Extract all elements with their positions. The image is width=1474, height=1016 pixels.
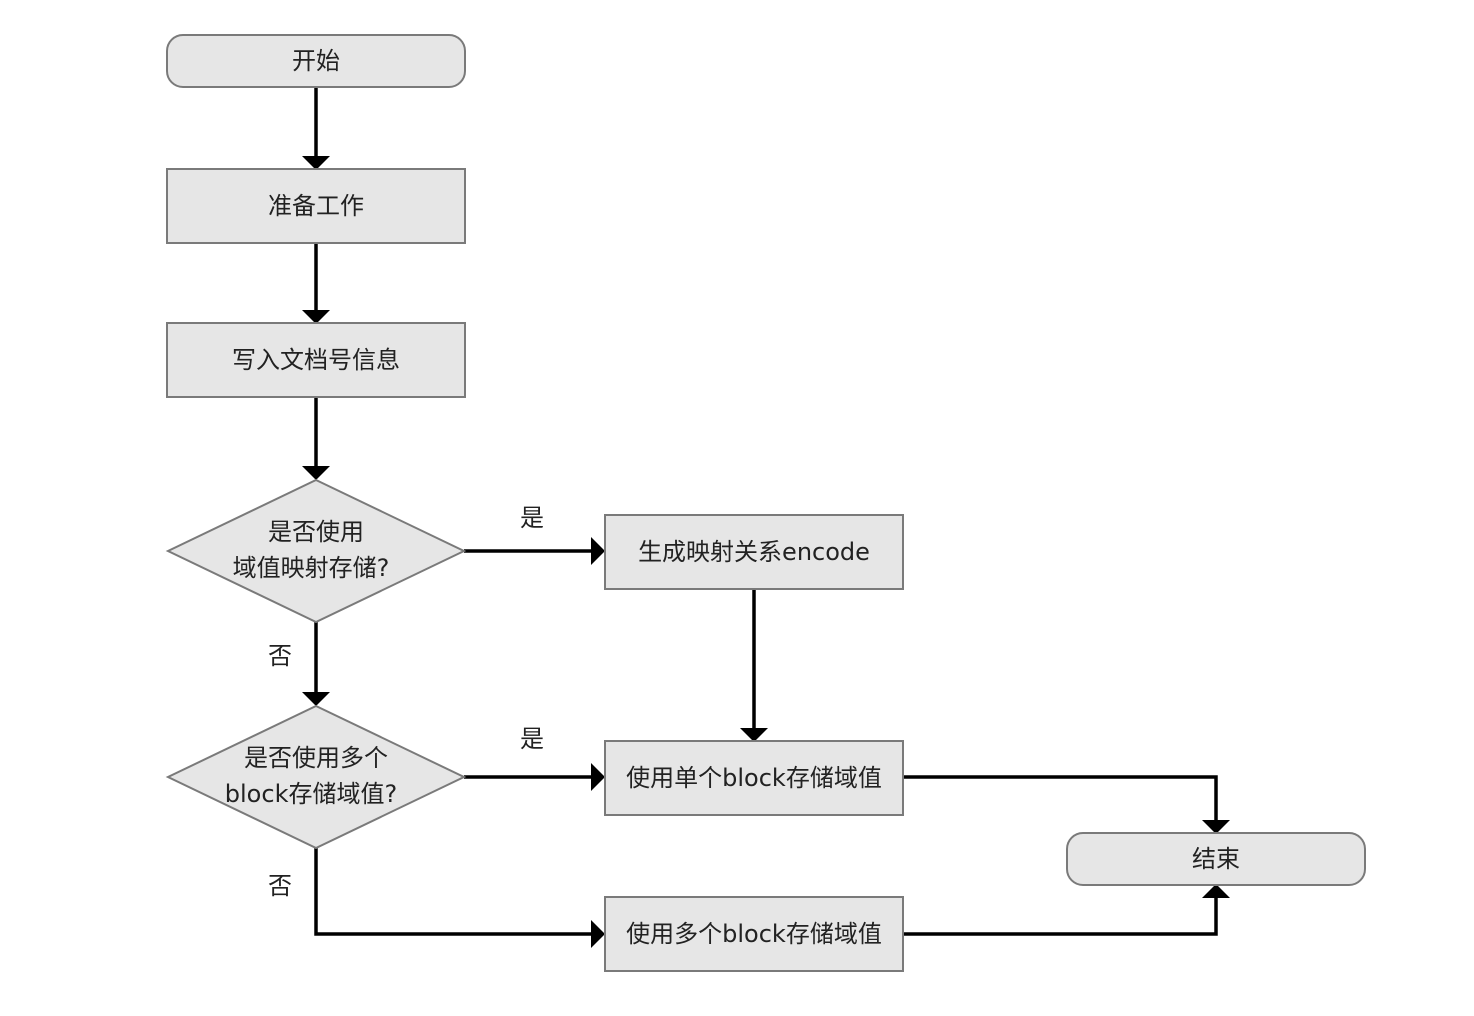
write-doc-id-box bbox=[166, 322, 466, 398]
arrowhead-single-block-left bbox=[591, 763, 605, 791]
edge-labels: 是 否 是 否 bbox=[268, 504, 544, 900]
mapping-no-label: 否 bbox=[268, 642, 292, 670]
node-start: 开始 bbox=[166, 34, 466, 88]
arrowhead-decision-mapping bbox=[302, 466, 330, 480]
decision-mapping-label-line2: 域值映射存储? bbox=[233, 554, 390, 582]
decision-multi-block-label-line1: 是否使用多个 bbox=[244, 744, 388, 772]
edge-multi-to-end bbox=[903, 898, 1218, 936]
arrowhead-prepare bbox=[302, 156, 330, 170]
node-multi-block: 使用多个block存储域值 bbox=[604, 896, 904, 972]
prepare-box bbox=[166, 168, 466, 244]
arrowhead-write-doc-id bbox=[302, 310, 330, 324]
node-write-doc-id: 写入文档号信息 bbox=[166, 322, 466, 398]
node-end: 结束 bbox=[1066, 832, 1366, 886]
arrowhead-single-block-top bbox=[740, 728, 768, 742]
generate-encode-box bbox=[604, 514, 904, 590]
decision-mapping-diamond bbox=[165, 478, 467, 624]
arrowhead-multi-block bbox=[591, 920, 605, 948]
decision-multi-block-label-line2: block存储域值? bbox=[225, 780, 397, 808]
end-label: 结束 bbox=[1192, 845, 1240, 873]
end-terminator bbox=[1066, 832, 1366, 886]
node-generate-encode: 生成映射关系encode bbox=[604, 514, 904, 590]
multi-block-box bbox=[604, 896, 904, 972]
node-single-block: 使用单个block存储域值 bbox=[604, 740, 904, 816]
start-label: 开始 bbox=[292, 47, 340, 75]
single-block-box bbox=[604, 740, 904, 816]
mapping-yes-label: 是 bbox=[520, 504, 544, 532]
arrowhead-generate-encode bbox=[591, 537, 605, 565]
edges bbox=[302, 87, 1230, 948]
node-decision-mapping: 是否使用 域值映射存储? bbox=[165, 478, 467, 624]
multi-no-label: 否 bbox=[268, 872, 292, 900]
multi-yes-label: 是 bbox=[520, 725, 544, 753]
arrowhead-decision-multi bbox=[302, 692, 330, 706]
single-block-label: 使用单个block存储域值 bbox=[626, 764, 882, 792]
multi-block-label: 使用多个block存储域值 bbox=[626, 920, 882, 948]
edge-single-to-end bbox=[903, 775, 1218, 820]
decision-mapping-label-line1: 是否使用 bbox=[268, 518, 364, 546]
node-prepare: 准备工作 bbox=[166, 168, 466, 244]
arrowhead-end-bottom bbox=[1202, 884, 1230, 898]
start-terminator bbox=[166, 34, 466, 88]
arrowhead-end-top bbox=[1202, 820, 1230, 834]
prepare-label: 准备工作 bbox=[268, 192, 364, 220]
decision-multi-block-diamond bbox=[165, 704, 467, 850]
write-doc-id-label: 写入文档号信息 bbox=[232, 346, 400, 374]
generate-encode-label: 生成映射关系encode bbox=[638, 538, 870, 566]
edge-multi-no bbox=[314, 848, 591, 936]
node-decision-multi-block: 是否使用多个 block存储域值? bbox=[165, 704, 467, 850]
